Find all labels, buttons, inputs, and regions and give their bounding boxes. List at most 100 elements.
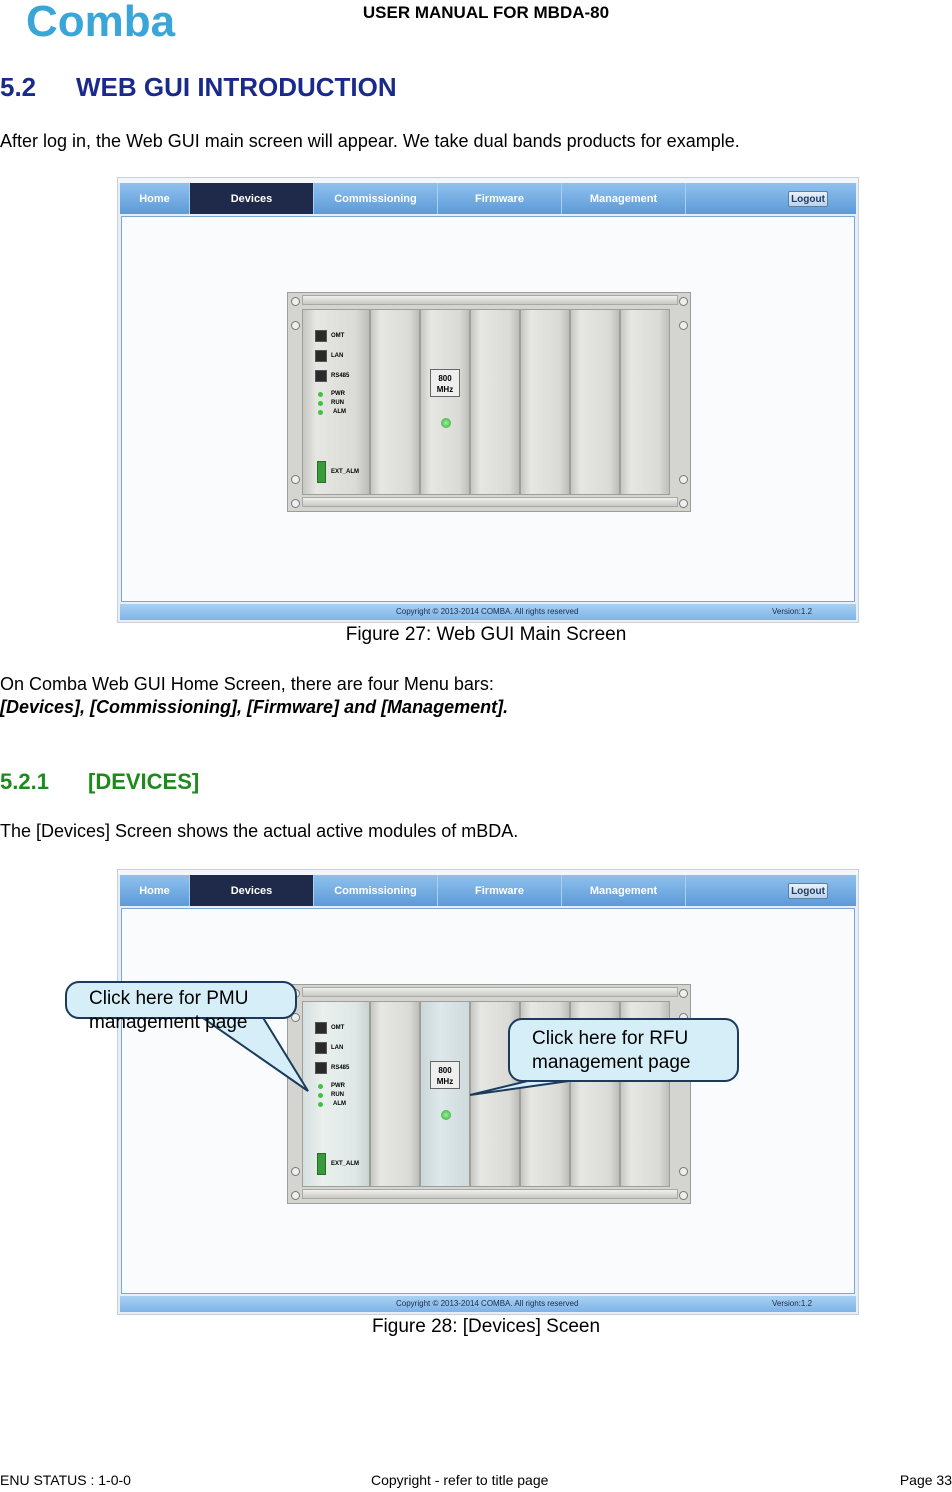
nav-bar: Home Devices Commissioning Firmware Mana… [120, 875, 856, 906]
gui-copyright: Copyright © 2013-2014 COMBA. All rights … [396, 607, 579, 616]
footer-copyright: Copyright - refer to title page [371, 1472, 549, 1488]
nav-bar: Home Devices Commissioning Firmware Mana… [120, 183, 856, 214]
pmu-callout-line2: management page [89, 1012, 248, 1033]
gui-version: Version:1.2 [772, 607, 813, 616]
nav-firmware[interactable]: Firmware [438, 183, 562, 214]
ear-hole [291, 1191, 300, 1200]
figure1-caption: Figure 27: Web GUI Main Screen [345, 624, 627, 645]
nav-management[interactable]: Management [562, 183, 686, 214]
nav-firmware[interactable]: Firmware [438, 875, 562, 906]
comba-logo: Comba [26, 0, 176, 42]
pwr-label: PWR [331, 1083, 345, 1089]
nav-management[interactable]: Management [562, 875, 686, 906]
pmu-callout: Click here for PMU management page [65, 981, 297, 1033]
module-slots: OMT LAN RS485 PWR RUN ALM EXT_ALM 800 [302, 309, 678, 495]
browser-strip [118, 870, 858, 875]
nav-home[interactable]: Home [120, 875, 190, 906]
run-label: RUN [331, 400, 344, 406]
gui-copyright: Copyright © 2013-2014 COMBA. All rights … [396, 1299, 579, 1308]
ear-hole [679, 499, 688, 508]
ear-hole [291, 321, 300, 330]
rs485-port [315, 1062, 327, 1074]
menu-bars-list: [Devices], [Commissioning], [Firmware] a… [0, 697, 509, 717]
section-number: 5.2 [0, 72, 37, 102]
nav-spacer: Logout [686, 183, 856, 214]
omt-port [315, 1022, 327, 1034]
alm-label: ALM [333, 409, 346, 415]
figure2-caption: Figure 28: [Devices] Sceen [371, 1316, 601, 1337]
section-intro: After log in, the Web GUI main screen wi… [0, 131, 740, 151]
ext-alm-label: EXT_ALM [331, 469, 360, 475]
ext-alm-connector [317, 461, 326, 483]
ear-hole [679, 475, 688, 484]
nav-commissioning[interactable]: Commissioning [314, 875, 438, 906]
logout-button[interactable]: Logout [788, 191, 828, 207]
rfu-callout-line2: management page [532, 1052, 691, 1073]
alm-led [318, 1102, 323, 1107]
band-freq: 800 [438, 1066, 452, 1075]
pwr-led [318, 1084, 323, 1089]
rfu-callout-line1: Click here for RFU [532, 1028, 689, 1049]
device-chassis: OMT LAN RS485 PWR RUN ALM EXT_ALM 800 [287, 292, 691, 512]
pmu-module[interactable]: OMT LAN RS485 PWR RUN ALM EXT_ALM [302, 1001, 370, 1187]
omt-label: OMT [331, 333, 345, 339]
ear-hole [679, 989, 688, 998]
gui-footer: Copyright © 2013-2014 COMBA. All rights … [120, 604, 856, 620]
empty-slot [520, 309, 570, 495]
nav-commissioning[interactable]: Commissioning [314, 183, 438, 214]
logout-button[interactable]: Logout [788, 883, 828, 899]
lan-label: LAN [331, 353, 344, 359]
nav-devices[interactable]: Devices [190, 183, 314, 214]
run-led [318, 1093, 323, 1098]
ear-hole [291, 475, 300, 484]
browser-strip [118, 178, 858, 183]
ear-hole [679, 297, 688, 306]
ear-hole [291, 1013, 300, 1022]
rfu-status-led [441, 418, 451, 428]
band-freq: 800 [438, 374, 452, 383]
nav-home[interactable]: Home [120, 183, 190, 214]
empty-slot [570, 309, 620, 495]
empty-slot [370, 1001, 420, 1187]
ext-alm-label: EXT_ALM [331, 1161, 360, 1167]
empty-slot [470, 309, 520, 495]
pmu-module[interactable]: OMT LAN RS485 PWR RUN ALM EXT_ALM [302, 309, 370, 495]
menu-bars-text: On Comba Web GUI Home Screen, there are … [0, 674, 494, 694]
run-led [318, 401, 323, 406]
ear-hole [679, 1191, 688, 1200]
pwr-led [318, 392, 323, 397]
rs485-label: RS485 [331, 1065, 350, 1071]
rfu-status-led [441, 1110, 451, 1120]
alm-label: ALM [333, 1101, 346, 1107]
chassis-rail-bottom [302, 497, 678, 507]
logo-text: Comba [26, 0, 176, 42]
chassis-rail-top [302, 987, 678, 997]
omt-port [315, 330, 327, 342]
pwr-label: PWR [331, 391, 345, 397]
section-title: WEB GUI INTRODUCTION [76, 72, 397, 102]
document-title: USER MANUAL FOR MBDA-80 [362, 3, 610, 22]
rs485-label: RS485 [331, 373, 350, 379]
ear-hole [679, 1167, 688, 1176]
omt-label: OMT [331, 1025, 345, 1031]
chassis-rail-top [302, 295, 678, 305]
nav-devices[interactable]: Devices [190, 875, 314, 906]
section-heading: 5.2 WEB GUI INTRODUCTION [0, 72, 397, 103]
lan-label: LAN [331, 1045, 344, 1051]
chassis-rail-bottom [302, 1189, 678, 1199]
ear-hole [679, 321, 688, 330]
subsection-title: [DEVICES] [88, 769, 200, 794]
rs485-port [315, 370, 327, 382]
footer-status: ENU STATUS : 1-0-0 [0, 1472, 131, 1488]
subsection-number: 5.2.1 [0, 769, 49, 794]
ear-hole [291, 297, 300, 306]
alm-led [318, 410, 323, 415]
gui-footer: Copyright © 2013-2014 COMBA. All rights … [120, 1296, 856, 1312]
ear-hole [291, 1167, 300, 1176]
subsection-heading: 5.2.1 [DEVICES] [0, 769, 199, 795]
